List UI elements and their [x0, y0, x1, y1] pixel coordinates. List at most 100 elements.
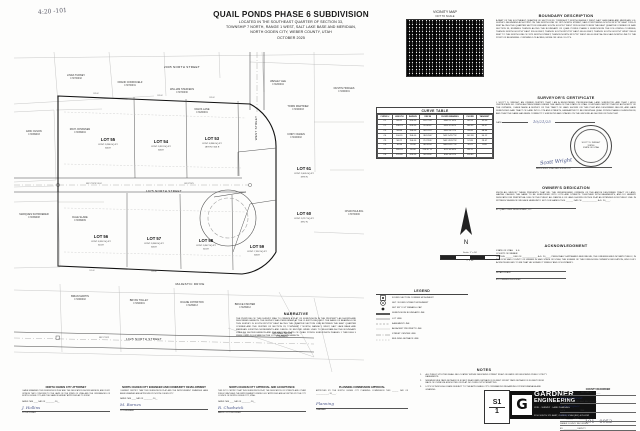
adjacent-owner-name: WESLEY LEE: [270, 80, 286, 83]
street-name-label: 1975 NORTH STREET: [146, 189, 182, 193]
curve-table-cell: 200.00: [405, 152, 420, 159]
vicinity-map-scale-note: NOT TO SCALE: [435, 14, 455, 18]
signature-block-signature: M. Barnes: [120, 402, 141, 408]
street-name-label: 1925 NORTH STREET: [126, 337, 162, 341]
seal-line-1: SCOTT D. WRIGHT: [581, 142, 601, 145]
note-number: 2.: [420, 379, 422, 382]
lot-area: CONT. 8,552 SQ.FT.: [91, 241, 111, 243]
lot-label: LOT 53: [205, 136, 220, 141]
lot-label: LOT 57: [147, 236, 162, 241]
signature-block-title: NORTH OGDEN CITY ENGINEER AND COMMUNITY …: [122, 386, 206, 389]
lot-area: CONT. 7,352 SQ.FT.: [247, 251, 267, 253]
adjacent-owner-name: WILLIAM STEFFENS: [170, 88, 194, 91]
narrative-block: NARRATIVE THE PURPOSE OF THIS SURVEY WAS…: [236, 312, 356, 338]
adjacent-owner-name: ERIC OLSON: [26, 130, 42, 133]
surveyor-signature: Scott Wright: [539, 157, 573, 167]
adjacent-owner-parcel: 172299010: [276, 336, 288, 338]
adjacent-owner-name: MARQUES SCHROEDER: [19, 213, 49, 216]
svg-text:S89°57'26"E: S89°57'26"E: [184, 183, 194, 185]
svg-text:112.00': 112.00': [151, 271, 157, 273]
adjacent-owner-name: RICH JOHANSEN: [70, 128, 91, 131]
note-number: 1.: [420, 373, 422, 376]
owners-dedication-signature: BY: QUAIL PONDS DEVELOPMENT, LLC: [496, 208, 636, 211]
signature-block-body: I HAVE EXAMINED THIS SUBDIVISION PLAT AN…: [22, 390, 110, 398]
legend-row: STREET CENTER LINE: [376, 333, 468, 337]
legend-label: BUILDING SETBACK LINE: [392, 338, 419, 341]
lot-label: LOT 56: [94, 234, 109, 239]
legend-row: BUILDING SETBACK LINE: [376, 338, 468, 342]
owners-dedication-title: OWNER'S DEDICATION: [542, 186, 590, 190]
north-arrow: N: [452, 205, 480, 250]
engineer-logo-subname: ENGINEERING: [534, 397, 576, 404]
adjacent-parcel-lines: [14, 52, 364, 372]
legend-label: SET 5/8" X 24" REBAR & CAP: [392, 307, 422, 310]
street-monument-icon: [376, 300, 390, 307]
acknowledgement-block: ACKNOWLEDGMENT STATE OF UTAH S.S. COUNTY…: [496, 244, 636, 281]
boundary-description-body: A PART OF THE SOUTHEAST QUARTER OF SECTI…: [496, 19, 636, 39]
signature-block-sign-label: CITY ENGINEER: [120, 409, 134, 412]
acknowledgement-body: ON THIS ______ DAY OF ____________, A.D.…: [496, 256, 636, 264]
adjacent-owner-name: LINDA TURNEY: [67, 74, 85, 77]
adjacent-owner-name: BRYAN TOLLEY: [130, 299, 149, 302]
sheet-of: 1: [495, 407, 499, 415]
svg-text:132.00': 132.00': [157, 95, 163, 97]
street-name-label: 2005 NORTH STREET: [164, 65, 200, 69]
lotline-icon: [376, 317, 390, 321]
lot-label: LOT 61: [297, 166, 312, 171]
lot-label: LOT 55: [101, 137, 116, 142]
recorder-handwriting: 6:09 a.: [560, 413, 571, 418]
engineer-logo-name: GARDNER: [534, 389, 575, 398]
recorder-line: BOOK ______ PAGE ______: [560, 418, 636, 422]
plat-title: QUAIL PONDS PHASE 6 SUBDIVISION: [213, 10, 369, 19]
scale-bar-label: Scale: 1" = 50': [462, 252, 478, 254]
adjacent-owner-parcel: 174099004: [74, 132, 86, 134]
legend-caption: LEGEND: [376, 289, 468, 295]
adjacent-owner-name: CHAD PAULING: [345, 210, 364, 213]
vicinity-map: VICINITY MAP NOT TO SCALE: [406, 10, 484, 77]
adjacent-owner-parcel: 171900002: [74, 299, 86, 301]
recorder-line: WEBER COUNTY RECORDER: [560, 423, 636, 427]
gardner-g-icon: G: [512, 395, 532, 415]
surveyor-sign-label: REGISTERED UTAH LAND SURVEYOR: [536, 168, 571, 171]
adjacent-owner-name: BRUCE FISCHER: [235, 303, 256, 306]
sheet-number-box: S1 1: [484, 390, 510, 424]
acknowledgement-notary-label: NOTARY PUBLIC: [496, 271, 512, 274]
adjacent-owner-name: BRIAN MARTIN: [71, 295, 89, 298]
bearing-labels: N89°57'26"W 132.00' S89°57'26"E N89°57'2…: [86, 93, 215, 339]
signature-block-attorney: NORTH OGDEN CITY ATTORNEY I HAVE EXAMINE…: [22, 386, 110, 414]
adjacent-owner-name: DUSTIN HODGES: [334, 87, 355, 90]
north-arrow-letter: N: [464, 240, 468, 245]
legend-row: SET / FOUND STREET MONUMENT: [376, 300, 468, 307]
planning-commission-sign-label: CHAIRMAN: [316, 408, 326, 411]
street-centerlines: [14, 52, 315, 345]
lot-address: 605 E: [151, 247, 157, 249]
lot-area: CONT. 9,717 SQ.FT.: [294, 218, 314, 220]
adjacent-owner-parcel: 172700031: [124, 85, 136, 87]
note-text: LOTS 53 THROUGH 61 ARE SUBJECT TO THE AP…: [425, 385, 541, 391]
lot-address: 601 E: [98, 245, 104, 247]
adjacent-owner-parcel: 172700032: [70, 78, 82, 80]
lot-label: LOT 58: [199, 238, 214, 243]
notes-block: NOTES 1.ALL PUBLIC UTILITIES SHALL BE LO…: [420, 368, 548, 392]
adjacent-owner-name: TORIN MARTINEZ: [287, 105, 309, 108]
legend-row: SUBDIVISION BOUNDARY LINE: [376, 312, 468, 316]
recorder-line: DATE ____________ TIME ________: [560, 410, 636, 414]
acknowledgement-county: COUNTY OF WEBER: [496, 252, 518, 255]
curve-table-cell: 118.83: [463, 152, 477, 159]
lot-label: LOT 60: [297, 211, 312, 216]
lot-address: 606 E: [158, 150, 164, 152]
lot-address: 601 E: [203, 249, 209, 251]
lot-lines: [57, 96, 277, 271]
scale-bar: Scale: 1" = 50' 1" = 50': [440, 252, 500, 262]
adjacent-owner-parcel: 174200001: [196, 112, 208, 114]
curve-table-cell: 120.66: [391, 152, 407, 159]
notes-title: NOTES: [476, 368, 492, 372]
note-item: 1.ALL PUBLIC UTILITIES SHALL BE LOCATED …: [420, 374, 548, 380]
curve-table-cell: 34.33'56": [418, 152, 437, 159]
svg-text:N89°57'26"W: N89°57'26"W: [99, 337, 109, 339]
surveyors-certificate-date-line: DATE 10/21/25: [496, 119, 636, 124]
centerline-icon: [376, 333, 390, 337]
adjacent-owner-parcel: 172300003: [292, 109, 304, 111]
